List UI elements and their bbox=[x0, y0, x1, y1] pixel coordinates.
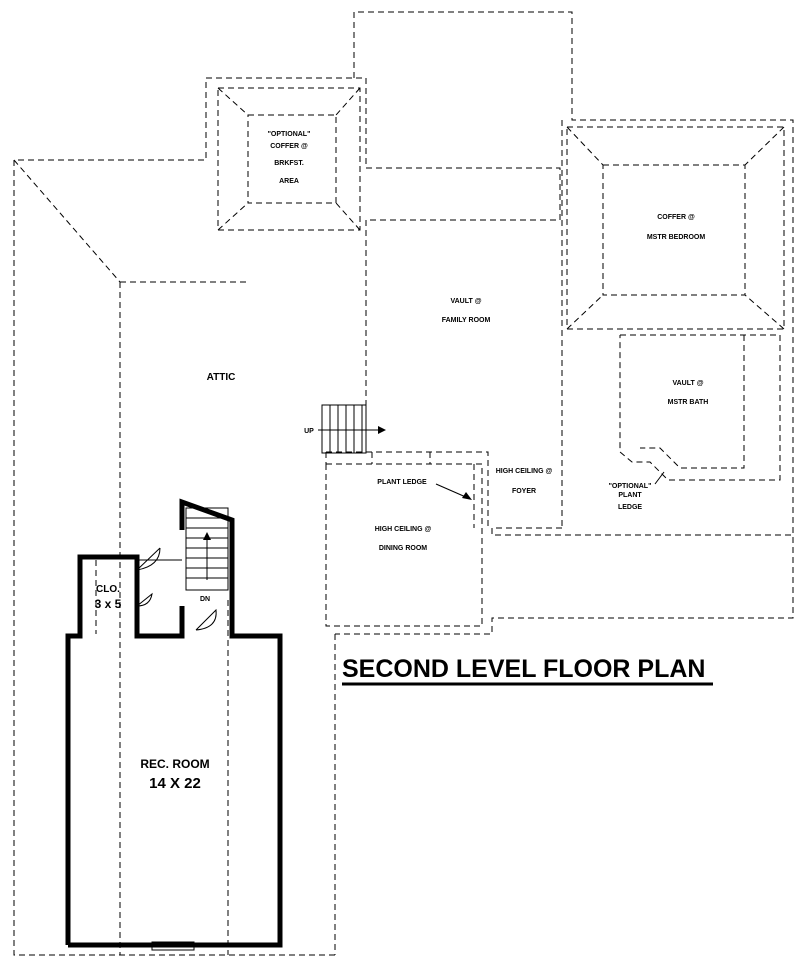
svg-text:REC. ROOM: REC. ROOM bbox=[140, 757, 209, 771]
plan-title: SECOND LEVEL FLOOR PLAN bbox=[342, 655, 713, 686]
master-bath-label: VAULT @ MSTR BATH bbox=[668, 380, 709, 406]
svg-text:"OPTIONAL": "OPTIONAL" bbox=[609, 483, 652, 490]
stair-down-label: DN bbox=[200, 596, 210, 603]
svg-text:VAULT @: VAULT @ bbox=[450, 298, 481, 305]
svg-text:LEDGE: LEDGE bbox=[618, 504, 642, 511]
optional-ledge-leader bbox=[654, 471, 665, 485]
svg-text:VAULT @: VAULT @ bbox=[672, 380, 703, 387]
stair-up-label: UP bbox=[304, 428, 314, 435]
foyer-label: HIGH CEILING @ FOYER bbox=[496, 468, 553, 495]
coffer-breakfast-label: "OPTIONAL" COFFER @ BRKFST. AREA bbox=[268, 131, 311, 185]
svg-text:CLO.: CLO. bbox=[96, 584, 120, 595]
coffer-breakfast bbox=[217, 87, 361, 231]
plant-ledge-leader bbox=[435, 483, 472, 500]
svg-text:AREA: AREA bbox=[279, 178, 299, 185]
svg-text:3 x 5: 3 x 5 bbox=[95, 597, 122, 611]
family-room-label: VAULT @ FAMILY ROOM bbox=[442, 298, 491, 324]
rec-room-label: REC. ROOM 14 X 22 bbox=[140, 757, 209, 792]
doors bbox=[136, 547, 217, 631]
coffer-master-bedroom bbox=[566, 126, 785, 330]
svg-text:COFFER @: COFFER @ bbox=[657, 214, 695, 221]
svg-text:HIGH CEILING @: HIGH CEILING @ bbox=[496, 468, 553, 475]
svg-text:"OPTIONAL": "OPTIONAL" bbox=[268, 131, 311, 138]
attic-label: ATTIC bbox=[207, 372, 236, 383]
svg-text:COFFER @: COFFER @ bbox=[270, 143, 308, 150]
dining-foyer-outline bbox=[325, 451, 489, 627]
window bbox=[151, 941, 195, 951]
rec-room-walls bbox=[65, 498, 283, 948]
master-bedroom-label: COFFER @ MSTR BEDROOM bbox=[647, 214, 706, 241]
svg-text:BRKFST.: BRKFST. bbox=[274, 160, 304, 167]
svg-text:PLANT: PLANT bbox=[618, 492, 642, 499]
stair-down bbox=[185, 507, 229, 591]
master-bath-outline bbox=[619, 334, 781, 481]
dining-room-label: HIGH CEILING @ DINING ROOM bbox=[375, 526, 432, 552]
svg-text:HIGH CEILING @: HIGH CEILING @ bbox=[375, 526, 432, 533]
svg-text:MSTR BATH: MSTR BATH bbox=[668, 399, 709, 406]
optional-plant-ledge-label: "OPTIONAL" PLANT LEDGE bbox=[609, 483, 652, 511]
svg-text:MSTR BEDROOM: MSTR BEDROOM bbox=[647, 234, 706, 241]
svg-text:SECOND LEVEL FLOOR PLAN: SECOND LEVEL FLOOR PLAN bbox=[342, 655, 705, 683]
svg-text:14 X 22: 14 X 22 bbox=[149, 775, 201, 792]
stair-up bbox=[318, 404, 386, 454]
closet-label: CLO. 3 x 5 bbox=[95, 584, 122, 611]
svg-text:FOYER: FOYER bbox=[512, 488, 536, 495]
svg-text:DINING ROOM: DINING ROOM bbox=[379, 545, 427, 552]
attic-roof-lines bbox=[13, 159, 250, 955]
plant-ledge-label: PLANT LEDGE bbox=[377, 479, 427, 486]
svg-text:FAMILY ROOM: FAMILY ROOM bbox=[442, 317, 491, 324]
